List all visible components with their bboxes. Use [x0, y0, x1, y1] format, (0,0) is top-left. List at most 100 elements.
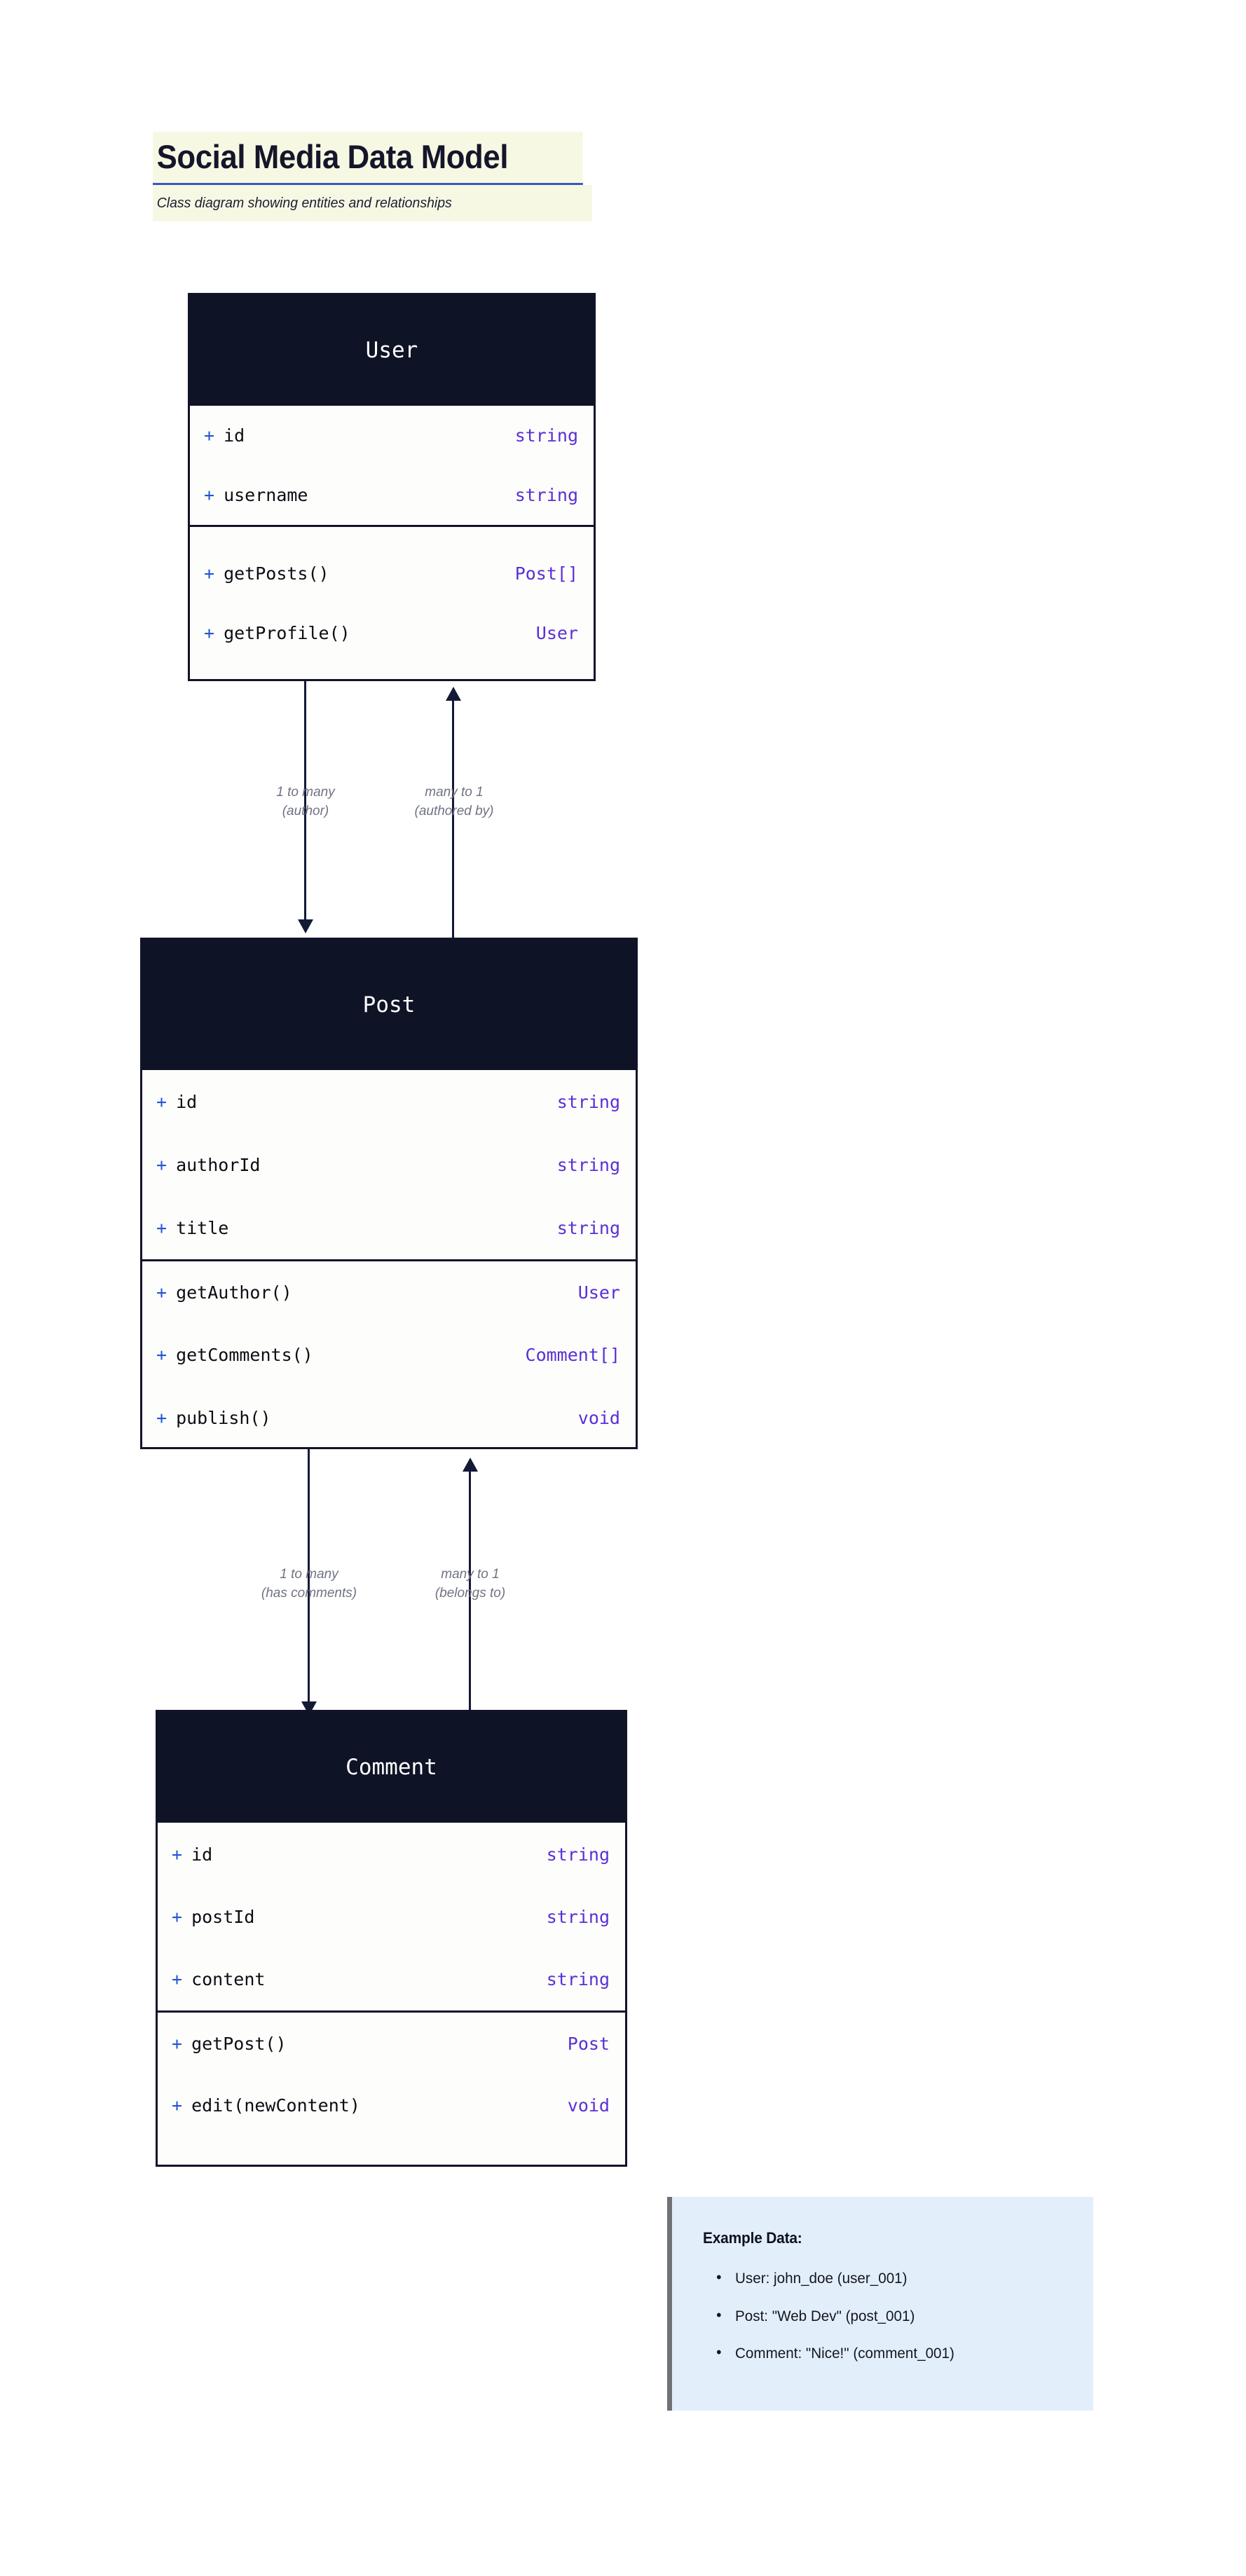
relation-role: (belongs to)	[434, 1585, 506, 1601]
class-member-row[interactable]: + postId string	[158, 1886, 625, 1948]
class-attributes-user: + id string + username string	[190, 406, 594, 525]
relation-label-authored-by: many to 1 (authored by)	[414, 783, 493, 821]
relation-cardinality: 1 to many	[276, 785, 335, 800]
example-data-list: User: john_doe (user_001) Post: "Web Dev…	[703, 2270, 1072, 2362]
member-type: User	[577, 1282, 620, 1303]
member-type: Comment[]	[525, 1345, 620, 1366]
member-type: string	[546, 1906, 610, 1927]
member-type: void	[577, 1407, 620, 1428]
class-box-post[interactable]: Post + id string + authorId string + tit…	[140, 938, 638, 1449]
class-member-row[interactable]: + getAuthor() User	[142, 1261, 636, 1324]
member-name: edit(newContent)	[191, 2095, 360, 2116]
visibility-marker: +	[204, 622, 215, 643]
member-type: string	[546, 1844, 610, 1865]
visibility-marker: +	[156, 1407, 167, 1428]
class-member-row[interactable]: + authorId string	[142, 1133, 636, 1196]
class-box-comment[interactable]: Comment + id string + postId string + co…	[156, 1710, 627, 2167]
relation-line-has-comments	[308, 1449, 310, 1701]
class-methods-user: + getPosts() Post[] + getProfile() User	[190, 525, 594, 679]
page-subtitle: Class diagram showing entities and relat…	[153, 185, 592, 222]
relation-line-authored-by	[452, 701, 454, 939]
class-methods-post: + getAuthor() User + getComments() Comme…	[142, 1259, 636, 1449]
member-name: content	[191, 1968, 266, 1989]
class-member-row[interactable]: + getPost() Post	[158, 2013, 625, 2075]
visibility-marker: +	[172, 1906, 183, 1927]
member-name: getProfile()	[224, 622, 350, 643]
diagram-header: Social Media Data Model Class diagram sh…	[153, 132, 615, 222]
relation-role: (author)	[282, 803, 329, 818]
relation-cardinality: 1 to many	[280, 1567, 338, 1582]
class-member-row[interactable]: + username string	[190, 465, 594, 525]
relation-arrowhead-down	[298, 919, 313, 933]
member-name: id	[191, 1844, 213, 1865]
member-name: username	[224, 485, 308, 505]
visibility-marker: +	[156, 1282, 167, 1303]
list-item: Post: "Web Dev" (post_001)	[716, 2308, 1059, 2324]
relation-label-author: 1 to many (author)	[276, 783, 334, 821]
relation-label-has-comments: 1 to many (has comments)	[261, 1566, 357, 1603]
list-item: User: john_doe (user_001)	[716, 2270, 1059, 2287]
member-name: getAuthor()	[176, 1282, 292, 1303]
relation-line-author	[304, 681, 306, 919]
visibility-marker: +	[172, 2095, 183, 2116]
member-name: title	[176, 1217, 229, 1238]
class-title-post: Post	[142, 940, 636, 1070]
visibility-marker: +	[204, 425, 215, 446]
visibility-marker: +	[172, 1968, 183, 1989]
class-attributes-post: + id string + authorId string + title st…	[142, 1070, 636, 1259]
class-title-user: User	[190, 295, 594, 406]
visibility-marker: +	[156, 1345, 167, 1366]
example-data-title: Example Data:	[703, 2229, 802, 2247]
visibility-marker: +	[204, 485, 215, 505]
class-methods-comment: + getPost() Post + edit(newContent) void	[158, 2010, 625, 2137]
relation-line-belongs-to	[469, 1472, 471, 1710]
class-member-row[interactable]: + getProfile() User	[190, 603, 594, 663]
visibility-marker: +	[156, 1154, 167, 1175]
visibility-marker: +	[156, 1091, 167, 1112]
relation-cardinality: many to 1	[425, 785, 484, 800]
class-member-row[interactable]: + getPosts() Post[]	[190, 544, 594, 603]
member-name: getPosts()	[224, 563, 329, 584]
example-data-callout: Example Data: User: john_doe (user_001) …	[667, 2197, 1093, 2411]
relation-label-belongs-to: many to 1 (belongs to)	[435, 1566, 505, 1603]
class-member-row[interactable]: + content string	[158, 1948, 625, 2010]
class-title-comment: Comment	[158, 1712, 625, 1823]
relation-arrowhead-up	[446, 687, 461, 701]
member-name: id	[176, 1091, 198, 1112]
member-name: getPost()	[191, 2033, 287, 2054]
visibility-marker: +	[172, 1844, 183, 1865]
relation-role: (has comments)	[261, 1585, 357, 1601]
class-box-user[interactable]: User + id string + username string + get…	[188, 293, 596, 681]
member-type: void	[567, 2095, 610, 2116]
member-type: string	[556, 1154, 620, 1175]
member-type: string	[556, 1217, 620, 1238]
member-name: postId	[191, 1906, 255, 1927]
class-member-row[interactable]: + getComments() Comment[]	[142, 1324, 636, 1386]
member-name: id	[224, 425, 245, 446]
member-type: Post	[567, 2033, 610, 2054]
member-type: User	[535, 622, 578, 643]
relation-cardinality: many to 1	[441, 1567, 500, 1582]
class-member-row[interactable]: + id string	[142, 1070, 636, 1133]
page-title: Social Media Data Model	[153, 132, 583, 186]
member-type: string	[514, 485, 578, 505]
visibility-marker: +	[156, 1217, 167, 1238]
member-type: string	[546, 1968, 610, 1989]
class-member-row[interactable]: + id string	[190, 406, 594, 465]
class-member-row[interactable]: + publish() void	[142, 1387, 636, 1449]
visibility-marker: +	[204, 563, 215, 584]
member-type: string	[514, 425, 578, 446]
member-name: publish()	[176, 1407, 271, 1428]
relation-role: (authored by)	[414, 803, 494, 818]
relation-arrowhead-up	[463, 1458, 478, 1472]
list-item: Comment: "Nice!" (comment_001)	[716, 2345, 1059, 2362]
visibility-marker: +	[172, 2033, 183, 2054]
member-name: authorId	[176, 1154, 261, 1175]
class-member-row[interactable]: + id string	[158, 1823, 625, 1886]
member-name: getComments()	[176, 1345, 313, 1366]
class-member-row[interactable]: + title string	[142, 1196, 636, 1259]
class-attributes-comment: + id string + postId string + content st…	[158, 1823, 625, 2010]
member-type: string	[556, 1091, 620, 1112]
member-type: Post[]	[514, 563, 578, 584]
class-member-row[interactable]: + edit(newContent) void	[158, 2075, 625, 2137]
